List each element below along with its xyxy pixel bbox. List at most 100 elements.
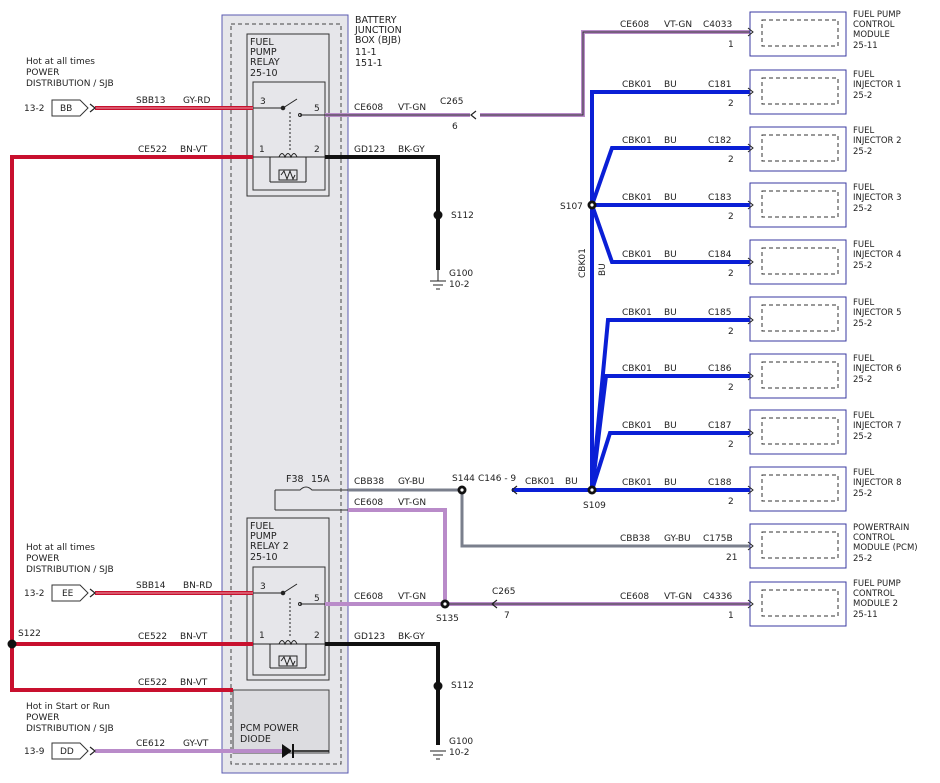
injector5-circuit: CBK01 [622, 308, 652, 318]
injector6-label-1: FUEL [853, 354, 874, 364]
injector8-circuit: CBK01 [622, 478, 652, 488]
ground2-name: G100 [449, 737, 473, 747]
wire-ce608-r2b: CE608 [354, 592, 383, 602]
conn-c4336-pin: 1 [728, 611, 734, 621]
conn-c175b-pin: 21 [726, 553, 737, 563]
wire-gd123-1-color: BK-GY [398, 145, 425, 155]
relay1-label-2: PUMP [250, 47, 277, 58]
relay1-ref: 25-10 [250, 68, 278, 79]
injector2-circuit: CBK01 [622, 136, 652, 146]
injector3-circuit: CBK01 [622, 193, 652, 203]
source2-ref: 13-2 [24, 589, 44, 599]
splice-s112b [433, 681, 443, 691]
injector4-pin: 2 [728, 269, 734, 279]
wire-cbk01-trunk: CBK01 [578, 248, 588, 278]
injector1-pin: 2 [728, 99, 734, 109]
wire-ce608-r1-color: VT-GN [398, 103, 426, 113]
injector5-color: BU [664, 308, 677, 318]
relay2-inner [252, 566, 326, 676]
pcm-label-2: CONTROL [853, 533, 895, 543]
bjb-label-2: JUNCTION [354, 25, 402, 36]
relay1-label-1: FUEL [250, 37, 274, 48]
relay1-pin1: 1 [259, 145, 265, 155]
source1-color: GY-RD [183, 96, 210, 106]
conn-c4336: C4336 [703, 592, 732, 602]
injector2-ref: 25-2 [853, 147, 872, 157]
diode-box [232, 689, 330, 754]
relay2-ref: 25-10 [250, 552, 278, 563]
injector1-color: BU [664, 80, 677, 90]
source2-color: BN-RD [183, 581, 212, 591]
wire-ce522-mid: CE522 [138, 632, 167, 642]
injector3-ref: 25-2 [853, 204, 872, 214]
source3-ref: 13-9 [24, 747, 45, 757]
relay1-pin3: 3 [260, 97, 266, 107]
source1-label-1: Hot at all times [26, 57, 95, 67]
diode-label-2: DIODE [240, 734, 271, 745]
injector6-connector: C186 [708, 364, 732, 374]
splice-s135-label: S135 [436, 614, 459, 624]
conn-c265-b-pin: 7 [504, 611, 510, 621]
injector6-label-2: INJECTOR 6 [853, 364, 902, 374]
wire-ce522-top-color: BN-VT [180, 145, 208, 155]
injector8-pin: 2 [728, 497, 734, 507]
source2-label-2: POWER [26, 554, 59, 564]
injector7-circuit: CBK01 [622, 421, 652, 431]
wire-cbk01-trunk-color: BU [598, 263, 608, 276]
injector6-ref: 25-2 [853, 375, 872, 385]
splice-s107-label: S107 [560, 202, 583, 212]
injector4-connector: C184 [708, 250, 732, 260]
fpcm2-label-2: CONTROL [853, 589, 895, 599]
black-wires [293, 155, 440, 752]
splice-s112a-label: S112 [451, 211, 474, 221]
conn-c4033-pin: 1 [728, 40, 734, 50]
injector8-color: BU [664, 478, 677, 488]
bjb-box [221, 14, 349, 774]
injector4-circuit: CBK01 [622, 250, 652, 260]
relay1-label-3: RELAY [250, 57, 280, 68]
injector3-color: BU [664, 193, 677, 203]
injector4-label-1: FUEL [853, 240, 874, 250]
injector1-connector: C181 [708, 80, 731, 90]
diode-label-1: PCM POWER [240, 723, 299, 734]
pin-tag-ee [51, 584, 89, 602]
wire-ce608-r2: CE608 [354, 498, 383, 508]
wire-ce522-top: CE522 [138, 145, 167, 155]
injector7-ref: 25-2 [853, 432, 872, 442]
relay2-pin3: 3 [260, 582, 266, 592]
wire-ce608-top-color: VT-GN [664, 20, 692, 30]
source2-circuit: SBB14 [136, 581, 166, 591]
injector1-circuit: CBK01 [622, 80, 652, 90]
fpcm2-label-3: MODULE 2 [853, 599, 898, 609]
wire-cbb38-pcm-color: GY-BU [664, 534, 691, 544]
wire-ce608-top: CE608 [620, 20, 649, 30]
wire-cbb38-fuse: CBB38 [354, 477, 384, 487]
relay1-switch-icon [253, 98, 325, 183]
source3-pin: DD [60, 747, 74, 757]
injector8-ref: 25-2 [853, 489, 872, 499]
fpcm2-label-1: FUEL PUMP [853, 579, 901, 589]
injector7-label-2: INJECTOR 7 [853, 421, 902, 431]
bjb-ref-1: 11-1 [355, 47, 377, 58]
ground1-ref: 10-2 [449, 280, 469, 290]
source1-ref: 13-2 [24, 104, 44, 114]
injector5-pin: 2 [728, 327, 734, 337]
relay2-pin1: 1 [259, 631, 265, 641]
conn-c146: C146 - 9 [478, 474, 516, 484]
relay1-inner [252, 81, 326, 191]
injector5-ref: 25-2 [853, 319, 872, 329]
fuse-rating: 15A [311, 474, 330, 485]
wire-ce522-bot-color: BN-VT [180, 678, 208, 688]
relay2-pin5: 5 [314, 594, 320, 604]
injector2-color: BU [664, 136, 677, 146]
bjb-inner-dashed [230, 23, 342, 765]
conn-c175b: C175B [703, 534, 733, 544]
injector2-label-2: INJECTOR 2 [853, 136, 902, 146]
injector7-label-1: FUEL [853, 411, 874, 421]
wire-ce522-mid-color: BN-VT [180, 632, 208, 642]
source3-label-3: DISTRIBUTION / SJB [26, 724, 114, 734]
injector6-circuit: CBK01 [622, 364, 652, 374]
injector2-pin: 2 [728, 155, 734, 165]
fpcm1-ref: 25-11 [853, 41, 878, 51]
injector7-pin: 2 [728, 440, 734, 450]
